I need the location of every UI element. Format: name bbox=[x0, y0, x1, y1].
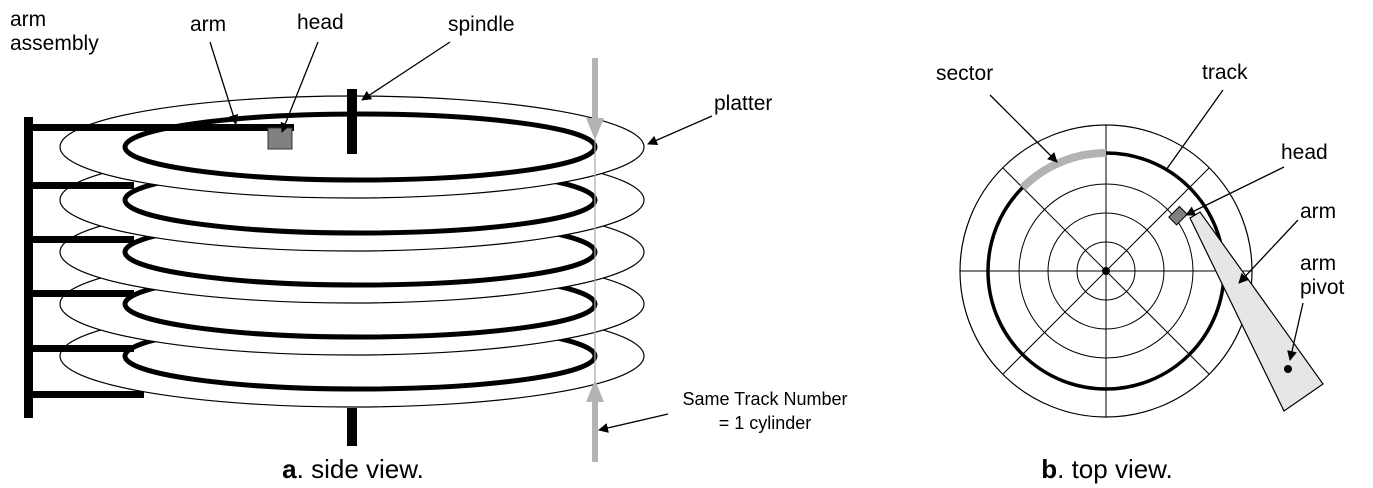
spindle-arrow bbox=[361, 41, 451, 101]
label-arm-pivot-2: pivot bbox=[1300, 276, 1345, 299]
head-top-arrow bbox=[1185, 166, 1285, 216]
caption-side-view: a. side view. bbox=[282, 454, 424, 484]
arm-pivot-dot bbox=[1284, 365, 1292, 373]
label-arm-pivot-1: arm bbox=[1300, 252, 1336, 275]
label-arm-assembly-1: arm bbox=[10, 8, 46, 31]
arm-assembly bbox=[24, 117, 294, 418]
label-spindle: spindle bbox=[448, 13, 515, 36]
caption-top-view: b. top view. bbox=[1041, 454, 1173, 484]
label-head: head bbox=[297, 11, 344, 34]
head-arrow bbox=[280, 41, 319, 133]
platter-arrow bbox=[647, 115, 713, 145]
label-top-head: head bbox=[1281, 141, 1328, 164]
arm-top-arrow bbox=[1238, 219, 1299, 284]
cylinder-arrow bbox=[598, 413, 669, 433]
label-cylinder-2: = 1 cylinder bbox=[719, 413, 812, 433]
sector-arrow bbox=[989, 94, 1058, 163]
sector-highlight bbox=[1019, 149, 1107, 191]
label-platter: platter bbox=[714, 92, 772, 115]
label-cylinder-1: Same Track Number bbox=[682, 389, 847, 409]
track-leader bbox=[1165, 89, 1224, 171]
label-track: track bbox=[1202, 61, 1248, 84]
spindle-bottom bbox=[347, 408, 357, 446]
side-view: arm assembly arm head spindle platter Sa… bbox=[10, 8, 848, 484]
head-block bbox=[267, 127, 293, 150]
pivot-arrow bbox=[1287, 302, 1304, 361]
caption-b-letter: b bbox=[1041, 454, 1057, 484]
arm-shape bbox=[1189, 211, 1324, 412]
top-view: sector track head arm arm pivot b. top v… bbox=[936, 61, 1345, 484]
cylinder-arrows bbox=[586, 58, 604, 462]
label-top-arm: arm bbox=[1300, 200, 1336, 223]
caption-b-text: . top view. bbox=[1057, 454, 1173, 484]
caption-a-letter: a bbox=[282, 454, 297, 484]
label-sector: sector bbox=[936, 62, 993, 85]
caption-a-text: . side view. bbox=[297, 454, 424, 484]
label-arm-assembly-2: assembly bbox=[10, 32, 99, 55]
spindle-center bbox=[1102, 267, 1110, 275]
label-arm: arm bbox=[190, 13, 226, 36]
spindle-top bbox=[347, 89, 357, 154]
top-head-block bbox=[1168, 205, 1188, 226]
arm-arrow bbox=[209, 41, 239, 125]
